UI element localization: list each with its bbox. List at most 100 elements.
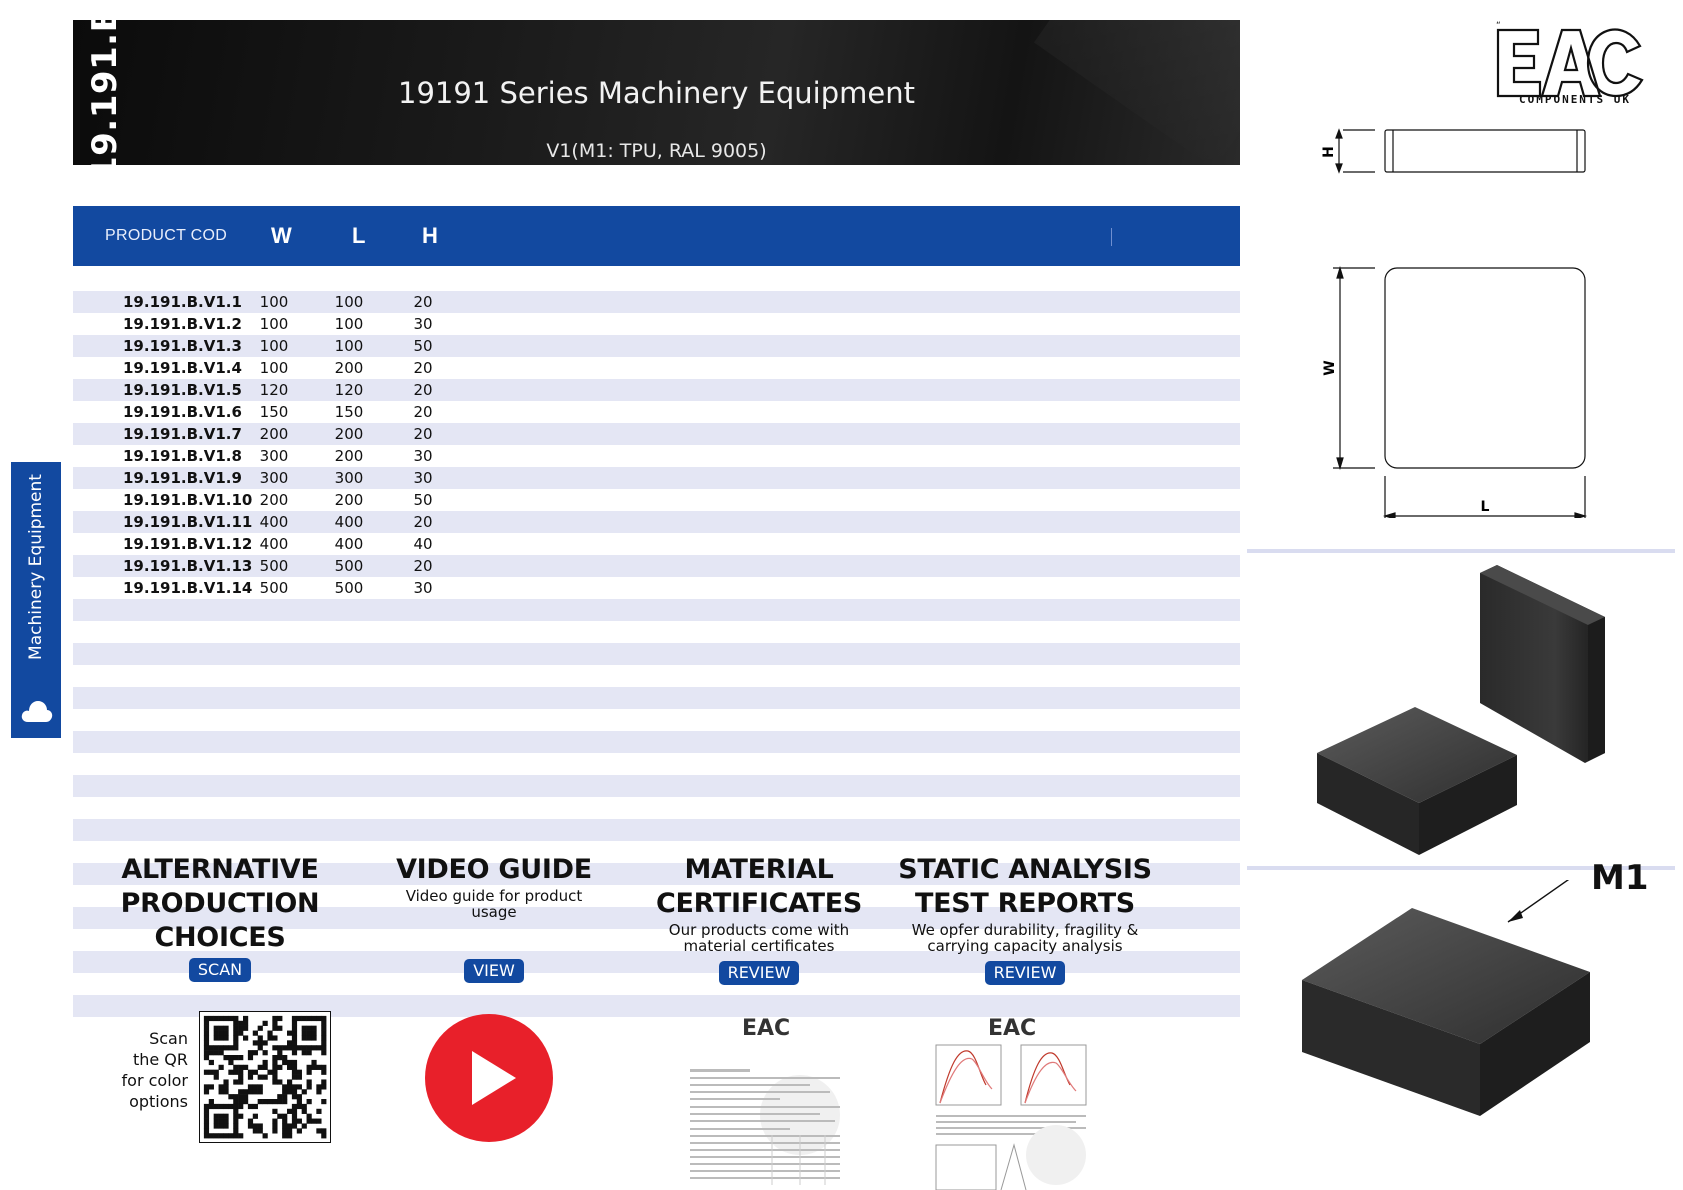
height-cell: 30 xyxy=(413,579,433,597)
logo-subtext: COMPONENTS UK xyxy=(1518,93,1632,106)
length-cell: 100 xyxy=(334,337,364,355)
table-row xyxy=(73,995,1240,1017)
height-cell: 20 xyxy=(413,293,433,311)
table-row xyxy=(73,797,1240,819)
height-cell: 30 xyxy=(413,447,433,465)
side-tab[interactable]: Machinery Equipment xyxy=(11,462,61,738)
drawing-divider-2 xyxy=(1247,866,1675,870)
column-header-h: H xyxy=(422,223,438,248)
length-cell: 500 xyxy=(334,557,364,575)
table-row xyxy=(73,599,1240,621)
product-render-pair xyxy=(1317,565,1605,855)
width-cell: 300 xyxy=(259,469,289,487)
reports-title: STATIC ANALYSIS TEST REPORTS xyxy=(898,854,1152,919)
product-code-cell: 19.191.B.V1.2 xyxy=(123,315,242,333)
product-code-cell: 19.191.B.V1.9 xyxy=(123,469,242,487)
length-cell: 120 xyxy=(334,381,364,399)
table-row xyxy=(73,731,1240,753)
width-cell: 100 xyxy=(259,293,289,311)
eac-logo: “ xyxy=(1496,21,1644,98)
certificates-desc: Our products come with material certific… xyxy=(668,921,850,955)
length-cell: 200 xyxy=(334,359,364,377)
length-cell: 200 xyxy=(334,447,364,465)
length-cell: 300 xyxy=(334,469,364,487)
certificates-block: MATERIAL CERTIFICATES Our products come … xyxy=(634,853,884,985)
table-row xyxy=(73,665,1240,687)
length-cell: 200 xyxy=(334,425,364,443)
video-guide-desc: Video guide for product usage xyxy=(405,887,583,921)
width-cell: 100 xyxy=(259,315,289,333)
video-guide-block: VIDEO GUIDE Video guide for product usag… xyxy=(374,853,614,983)
column-header-w: W xyxy=(271,223,292,248)
dimension-l-label: L xyxy=(1481,499,1490,515)
product-code-cell: 19.191.B.V1.13 xyxy=(123,557,253,575)
report-document-thumbnail[interactable]: EAC xyxy=(926,1005,1106,1190)
height-cell: 30 xyxy=(413,469,433,487)
width-cell: 500 xyxy=(259,557,289,575)
height-cell: 50 xyxy=(413,491,433,509)
certificate-document-thumbnail[interactable]: EAC xyxy=(680,1005,860,1190)
view-button[interactable]: VIEW xyxy=(464,959,524,983)
width-cell: 300 xyxy=(259,447,289,465)
svg-text:EAC: EAC xyxy=(742,1016,790,1041)
page-title: 19191 Series Machinery Equipment xyxy=(398,76,915,110)
length-cell: 500 xyxy=(334,579,364,597)
drawing-divider-1 xyxy=(1247,549,1675,553)
width-cell: 400 xyxy=(259,535,289,553)
alternatives-block: ALTERNATIVE PRODUCTION CHOICES SCAN xyxy=(100,853,340,982)
table-row xyxy=(73,951,1240,973)
scan-button[interactable]: SCAN xyxy=(188,958,252,982)
height-cell: 50 xyxy=(413,337,433,355)
table-header: PRODUCT COD W L H xyxy=(73,206,1240,266)
svg-text:EAC: EAC xyxy=(988,1016,1036,1041)
table-row xyxy=(73,687,1240,709)
length-cell: 200 xyxy=(334,491,364,509)
reports-desc: We opfer durability, fragility & carryin… xyxy=(911,921,1139,955)
table-row: 19.191.B.V1.14 500 500 30 xyxy=(73,577,1240,599)
table-row xyxy=(73,907,1240,929)
qr-code-icon[interactable] xyxy=(199,1011,331,1143)
product-code-cell: 19.191.B.V1.5 xyxy=(123,381,242,399)
play-icon[interactable] xyxy=(424,1013,554,1143)
width-cell: 500 xyxy=(259,579,289,597)
height-cell: 40 xyxy=(413,535,433,553)
length-cell: 400 xyxy=(334,513,364,531)
product-code-cell: 19.191.B.V1.10 xyxy=(123,491,253,509)
page-subtitle: V1(M1: TPU, RAL 9005) xyxy=(546,140,767,162)
certificates-review-button[interactable]: REVIEW xyxy=(718,961,800,985)
dimension-w-label: W xyxy=(1322,360,1338,375)
side-tab-label: Machinery Equipment xyxy=(26,474,46,660)
length-cell: 400 xyxy=(334,535,364,553)
product-table-body: 19.191.B.V1.1 100 100 20 19.191.B.V1.2 100 100… xyxy=(73,291,1240,1017)
width-cell: 200 xyxy=(259,425,289,443)
scan-instructions: Scan the QR for color options xyxy=(121,1029,188,1111)
height-cell: 30 xyxy=(413,315,433,333)
table-row: 19.191.B.V1.9 300 300 30 xyxy=(73,467,1240,489)
length-cell: 100 xyxy=(334,315,364,333)
cloud-icon xyxy=(21,701,53,722)
certificates-title: MATERIAL CERTIFICATES xyxy=(655,854,863,919)
width-cell: 200 xyxy=(259,491,289,509)
height-cell: 20 xyxy=(413,403,433,421)
video-guide-title: VIDEO GUIDE xyxy=(396,854,592,885)
table-row xyxy=(73,753,1240,775)
product-code-cell: 19.191.B.V1.1 xyxy=(123,293,242,311)
height-cell: 20 xyxy=(413,381,433,399)
column-header-code: PRODUCT COD xyxy=(105,227,228,244)
alternatives-title: ALTERNATIVE PRODUCTION CHOICES xyxy=(120,854,320,953)
table-row xyxy=(73,709,1240,731)
width-cell: 100 xyxy=(259,359,289,377)
product-code-cell: 19.191.B.V1.4 xyxy=(123,359,242,377)
product-code-cell: 19.191.B.V1.14 xyxy=(123,579,253,597)
table-row xyxy=(73,819,1240,841)
height-cell: 20 xyxy=(413,557,433,575)
reports-review-button[interactable]: REVIEW xyxy=(984,961,1066,985)
material-label: M1 xyxy=(1591,858,1649,898)
height-cell: 20 xyxy=(413,359,433,377)
svg-text:“: “ xyxy=(1496,21,1501,31)
